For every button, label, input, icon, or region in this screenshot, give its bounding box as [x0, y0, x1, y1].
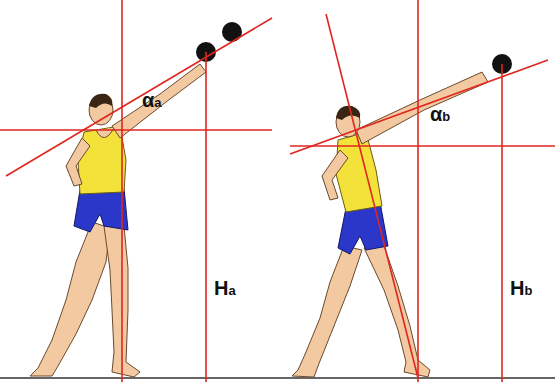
angle-label: αb — [430, 104, 450, 124]
height-label: Hb — [510, 278, 532, 298]
ground-line — [0, 377, 555, 379]
angle-label: αa — [142, 90, 162, 110]
height-label: Ha — [214, 278, 236, 298]
athlete-a — [30, 22, 242, 377]
construction-lines-a — [0, 0, 272, 382]
athlete-b — [292, 54, 512, 377]
construction-lines-b — [290, 0, 555, 382]
